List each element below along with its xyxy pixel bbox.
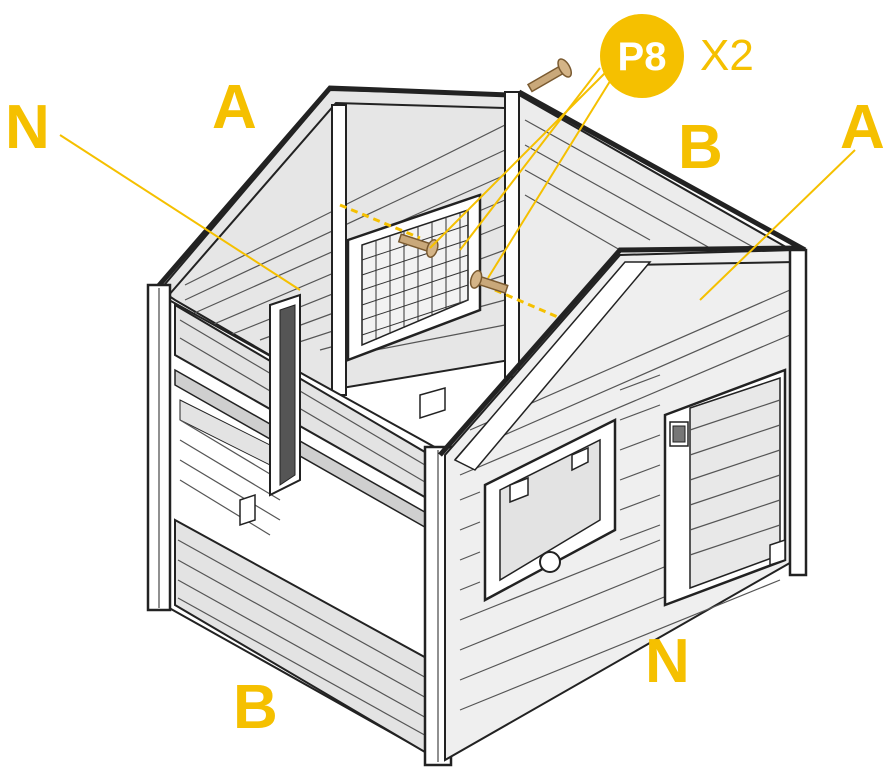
- leader-lines: [59, 67, 856, 301]
- screw-icon: [397, 58, 573, 295]
- callout-quantity: X2: [700, 31, 754, 80]
- part-label-a-right: A: [840, 93, 885, 162]
- left-side-panel: [146, 283, 453, 767]
- front-gable-panel: [438, 245, 808, 762]
- part-label-n-left: N: [5, 93, 50, 162]
- front-door: [663, 368, 787, 607]
- part-callout: P8 X2: [600, 14, 754, 98]
- back-mesh-window: [346, 193, 482, 362]
- part-label-b-back: B: [678, 113, 723, 182]
- part-label-b-front: B: [233, 673, 278, 742]
- front-window: [483, 417, 617, 603]
- callout-part-code: P8: [618, 35, 667, 79]
- part-label-a-left: A: [212, 73, 257, 142]
- part-label-n-front: N: [645, 627, 690, 696]
- callout-badge: [600, 14, 684, 98]
- screw-alignment-lines: [339, 203, 561, 320]
